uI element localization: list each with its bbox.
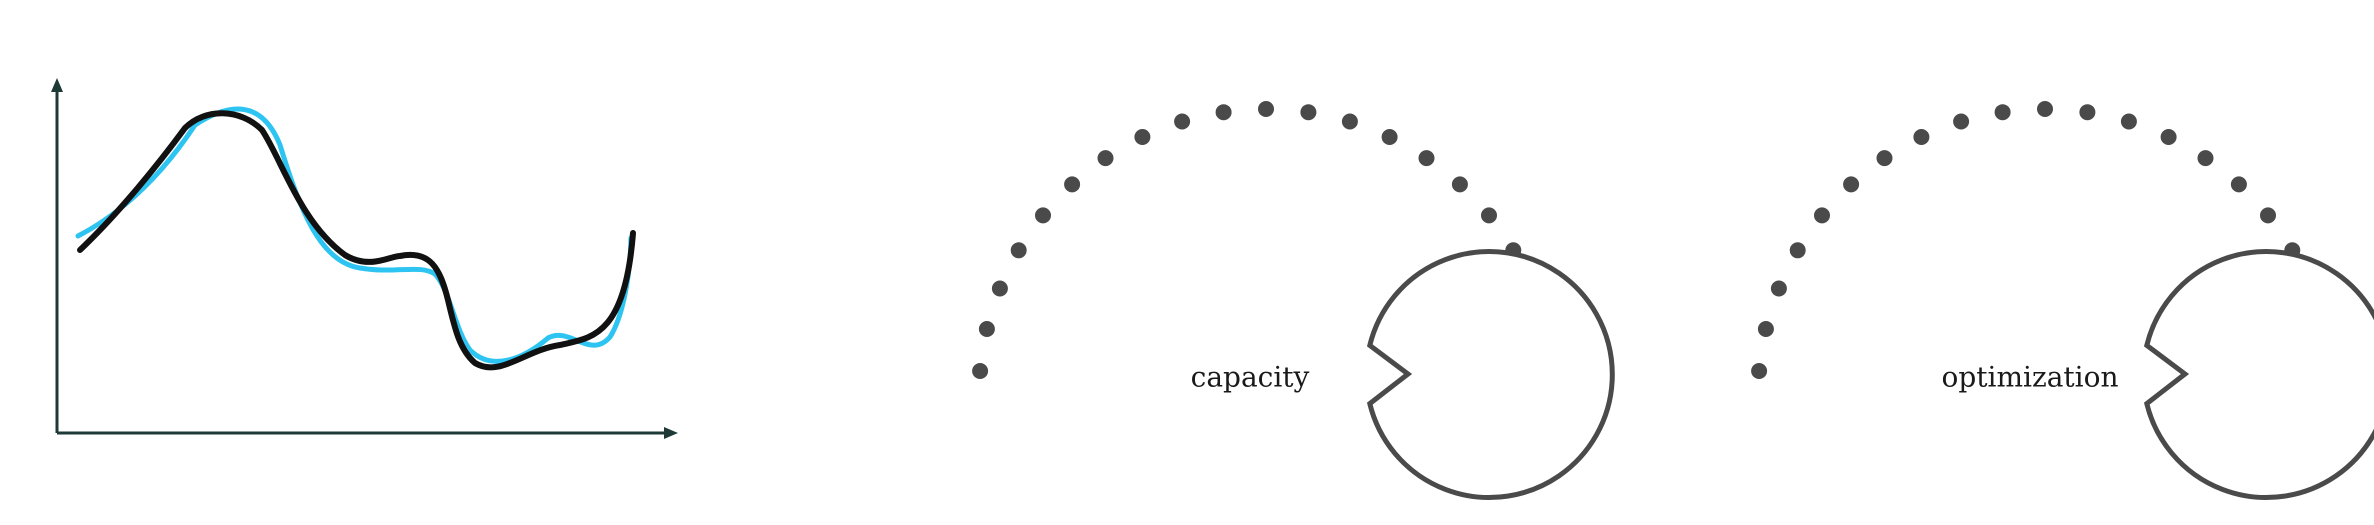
gauge-dot bbox=[1418, 150, 1435, 167]
gauge-dot-arc bbox=[972, 101, 1560, 379]
gauge-dot bbox=[1258, 101, 1274, 117]
gauge-dot bbox=[1876, 150, 1893, 167]
data-curve bbox=[77, 110, 636, 371]
gauge-dot bbox=[1381, 129, 1398, 145]
gauge-label: optimization bbox=[1941, 361, 2118, 394]
gauge-dot bbox=[1035, 207, 1051, 224]
gauge-dot bbox=[2079, 104, 2096, 121]
gauge-dot bbox=[1341, 113, 1358, 130]
gauge-dot bbox=[2160, 129, 2177, 145]
gauge-label: capacity bbox=[1191, 361, 1310, 394]
curve-plot bbox=[51, 78, 678, 439]
gauge-dot bbox=[1843, 176, 1860, 193]
gauge-dot bbox=[972, 363, 989, 379]
gauge-dot bbox=[1134, 129, 1151, 145]
gauge-dot bbox=[2120, 113, 2137, 130]
gauge-dot bbox=[1451, 176, 1468, 193]
gauge-dot bbox=[1789, 242, 1806, 259]
speech-bubble-icon bbox=[2143, 249, 2374, 500]
gauge-dot bbox=[1097, 150, 1114, 167]
gauge-dot bbox=[1481, 207, 1497, 224]
gauge-dot bbox=[1174, 113, 1191, 130]
gauge-dot bbox=[1953, 113, 1970, 130]
y-axis-arrowhead-icon bbox=[51, 78, 63, 92]
gauge-dot bbox=[1814, 207, 1830, 224]
gauge-dot bbox=[1994, 104, 2011, 121]
optimization-gauge: optimization bbox=[1751, 101, 2374, 500]
gauge-dot bbox=[1300, 104, 1317, 121]
gauge-dot bbox=[2230, 176, 2247, 193]
gauge-dot bbox=[1751, 363, 1768, 379]
gauge-dot bbox=[1215, 104, 1232, 121]
fit-curve bbox=[75, 106, 634, 364]
capacity-gauge: capacity bbox=[972, 101, 1615, 500]
x-axis-arrowhead-icon bbox=[664, 427, 678, 439]
gauge-dot bbox=[1770, 280, 1787, 297]
gauge-dot bbox=[2037, 101, 2053, 117]
gauge-dot bbox=[1064, 176, 1081, 193]
gauge-dot bbox=[1913, 129, 1930, 145]
gauge-dot bbox=[991, 280, 1008, 297]
gauge-dot bbox=[1757, 321, 1774, 337]
gauge-dot bbox=[2260, 207, 2276, 224]
gauge-dot bbox=[2197, 150, 2214, 167]
gauge-dot bbox=[978, 321, 995, 337]
gauge-dot bbox=[1010, 242, 1027, 259]
speech-bubble-icon bbox=[1366, 249, 1615, 500]
